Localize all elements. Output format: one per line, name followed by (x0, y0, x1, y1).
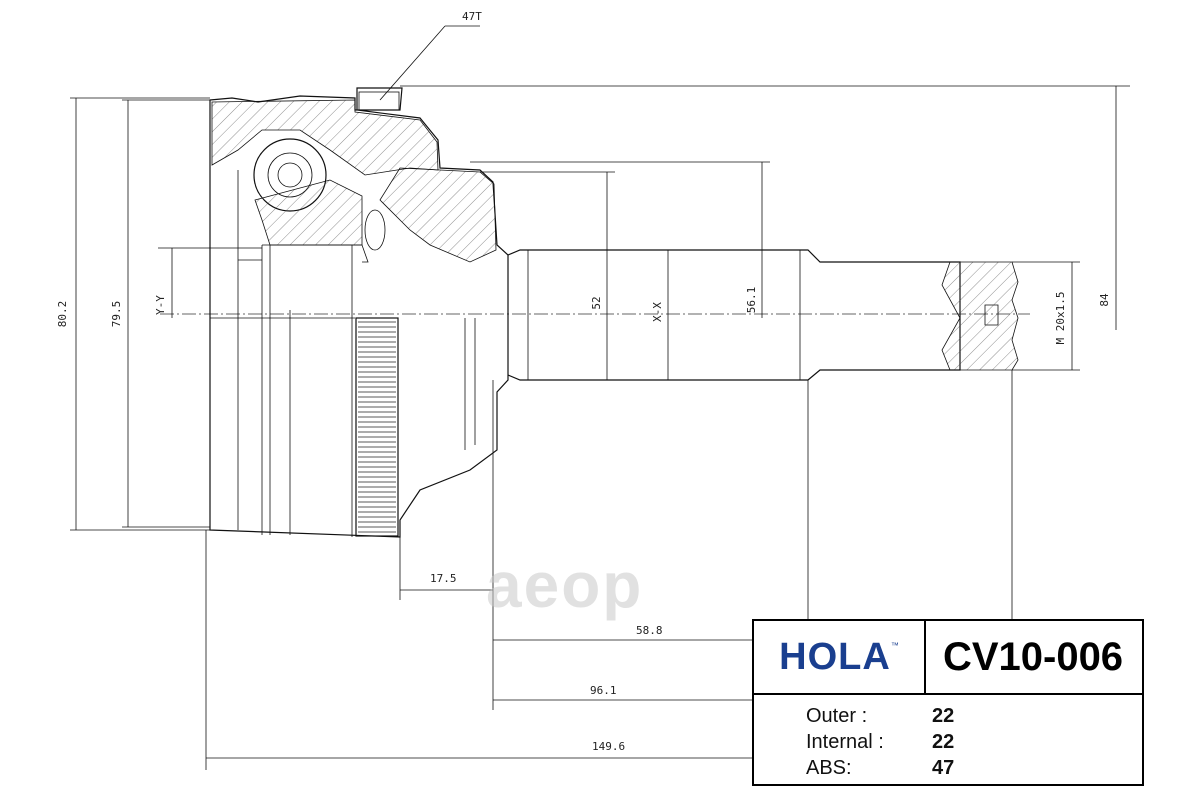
spec-value: 47 (932, 757, 955, 779)
teeth-count-label: 47T (462, 10, 482, 23)
dim-149-6: 149.6 (592, 740, 625, 753)
trademark-mark: ™ (890, 641, 899, 650)
watermark-logo: aeop (486, 549, 644, 621)
ball-cage (253, 138, 386, 251)
tooth-section (358, 91, 400, 111)
abs-ring (355, 317, 399, 537)
dim-56-1: 56.1 (745, 287, 758, 314)
axis-xx-label: X-X (651, 302, 664, 322)
dim-96-1: 96.1 (590, 684, 617, 697)
spec-table: Outer : 22 Internal : 22 ABS: 47 (754, 693, 1142, 784)
outer-housing (209, 87, 509, 538)
dim-80-2: 80.2 (56, 301, 69, 328)
dimension-lines (70, 25, 1130, 770)
spec-row-abs: ABS: 47 (806, 757, 1136, 783)
spec-label: Outer : (806, 705, 868, 727)
brand-name: HOLA (779, 635, 891, 678)
part-number-cell: CV10-006 (924, 621, 1142, 693)
stub-shaft (507, 249, 1019, 381)
spec-value: 22 (932, 731, 955, 753)
spec-label: ABS: (806, 757, 852, 779)
spec-row-internal: Internal : 22 (806, 731, 1136, 757)
spec-row-outer: Outer : 22 (806, 705, 1136, 731)
axis-yy-label: Y-Y (154, 295, 167, 315)
spec-value: 22 (932, 705, 955, 727)
spec-label: Internal : (806, 731, 884, 753)
dim-84: 84 (1098, 293, 1111, 307)
dim-58-8: 58.8 (636, 624, 663, 637)
thread-size-label: M 20x1.5 (1054, 292, 1067, 345)
dim-79-5: 79.5 (110, 301, 123, 328)
dim-52: 52 (590, 296, 603, 309)
part-number: CV10-006 (942, 634, 1124, 679)
dim-17-5: 17.5 (430, 572, 457, 585)
